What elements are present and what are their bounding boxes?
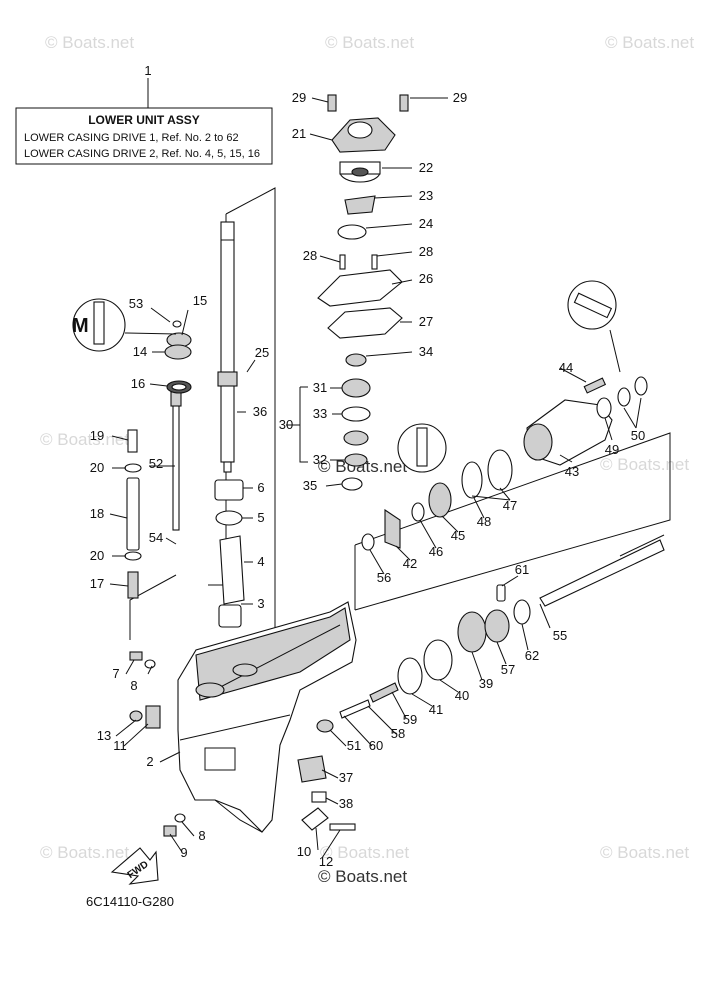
watermark-bottom: © Boats.net: [318, 867, 407, 886]
callout-52: 52: [149, 456, 163, 471]
watermark: © Boats.net: [40, 843, 129, 862]
callout-3: 3: [257, 596, 264, 611]
callout-58: 58: [391, 726, 405, 741]
callout-61: 61: [515, 562, 529, 577]
callout-16: 16: [131, 376, 145, 391]
watermark: © Boats.net: [320, 843, 409, 862]
reverse-gear-parts: [297, 609, 510, 831]
callout-8: 8: [130, 678, 137, 693]
callout-32: 32: [313, 452, 327, 467]
callout-9: 9: [180, 845, 187, 860]
shift-rod: [124, 391, 182, 599]
sleeves: [214, 479, 245, 628]
upper-seals: [164, 320, 192, 394]
watermark: © Boats.net: [325, 33, 414, 52]
callout-36: 36: [253, 404, 267, 419]
callout-50: 50: [631, 428, 645, 443]
callout-41: 41: [429, 702, 443, 717]
callout-20: 20: [90, 460, 104, 475]
watermark: © Boats.net: [600, 455, 689, 474]
assembly-line-1: LOWER CASING DRIVE 1, Ref. No. 2 to 62: [24, 132, 239, 144]
callout-35: 35: [303, 478, 317, 493]
callout-19: 19: [90, 428, 104, 443]
callout-47: 47: [503, 498, 517, 513]
callout-28: 28: [303, 248, 317, 263]
callout-34: 34: [419, 344, 433, 359]
callout-62: 62: [525, 648, 539, 663]
assembly-title: LOWER UNIT ASSY: [88, 113, 200, 127]
watermark: © Boats.net: [605, 33, 694, 52]
callout-12: 12: [319, 854, 333, 869]
lower-casing: [177, 601, 357, 833]
callout-38: 38: [339, 796, 353, 811]
callout-15: 15: [193, 293, 207, 308]
propeller-shaft: [496, 534, 665, 625]
callout-7: 7: [112, 666, 119, 681]
callout-57: 57: [501, 662, 515, 677]
callout-30: 30: [279, 417, 293, 432]
callout-22: 22: [419, 160, 433, 175]
assembly-title-box: LOWER UNIT ASSY LOWER CASING DRIVE 1, Re…: [15, 78, 273, 165]
callout-49: 49: [605, 442, 619, 457]
callout-labels: 1 2 3 4 5 6 7 8 8 9 10 11 12 13 14 15 16…: [90, 63, 645, 869]
callout-13: 13: [97, 728, 111, 743]
callout-18: 18: [90, 506, 104, 521]
callout-46: 46: [429, 544, 443, 559]
watermark-layer: © Boats.net © Boats.net © Boats.net © Bo…: [40, 33, 694, 862]
callout-51: 51: [347, 738, 361, 753]
watermark: © Boats.net: [600, 843, 689, 862]
callout-44: 44: [559, 360, 573, 375]
fwd-arrow: FWD: [110, 847, 159, 885]
watermark-center: © Boats.net: [318, 457, 407, 476]
callout-59: 59: [403, 712, 417, 727]
svg-text:M: M: [72, 315, 89, 337]
water-pump: [317, 94, 409, 367]
callout-25: 25: [255, 345, 269, 360]
callout-37: 37: [339, 770, 353, 785]
callout-39: 39: [479, 676, 493, 691]
detail-circles: M: [72, 280, 617, 473]
callout-29: 29: [292, 90, 306, 105]
callout-14: 14: [133, 344, 147, 359]
callout-55: 55: [553, 628, 567, 643]
callout-8b: 8: [198, 828, 205, 843]
callout-56: 56: [377, 570, 391, 585]
gear-stack: [341, 378, 371, 491]
drive-shaft: [217, 221, 238, 473]
callout-31: 31: [313, 380, 327, 395]
callout-42: 42: [403, 556, 417, 571]
callout-43: 43: [565, 464, 579, 479]
callout-54: 54: [149, 530, 163, 545]
left-fasteners: [129, 651, 186, 837]
callout-48: 48: [477, 514, 491, 529]
callout-27: 27: [419, 314, 433, 329]
callout-21: 21: [292, 126, 306, 141]
callout-40: 40: [455, 688, 469, 703]
callout-5: 5: [257, 510, 264, 525]
assembly-line-2: LOWER CASING DRIVE 2, Ref. No. 4, 5, 15,…: [24, 148, 260, 160]
callout-24: 24: [419, 216, 433, 231]
callout-11: 11: [113, 738, 127, 753]
callout-28b: 28: [419, 244, 433, 259]
callout-1: 1: [144, 63, 151, 78]
diagram-code: 6C14110-G280: [86, 894, 174, 909]
callout-2: 2: [146, 754, 153, 769]
callout-20b: 20: [90, 548, 104, 563]
callout-23: 23: [419, 188, 433, 203]
callout-53: 53: [129, 296, 143, 311]
callout-6: 6: [257, 480, 264, 495]
callout-10: 10: [297, 844, 311, 859]
callout-29b: 29: [453, 90, 467, 105]
callout-45: 45: [451, 528, 465, 543]
callout-33: 33: [313, 406, 327, 421]
watermark: © Boats.net: [40, 430, 129, 449]
callout-60: 60: [369, 738, 383, 753]
watermark: © Boats.net: [45, 33, 134, 52]
leader-lines: [109, 97, 642, 859]
callout-17: 17: [90, 576, 104, 591]
callout-4: 4: [257, 554, 264, 569]
callout-26: 26: [419, 271, 433, 286]
